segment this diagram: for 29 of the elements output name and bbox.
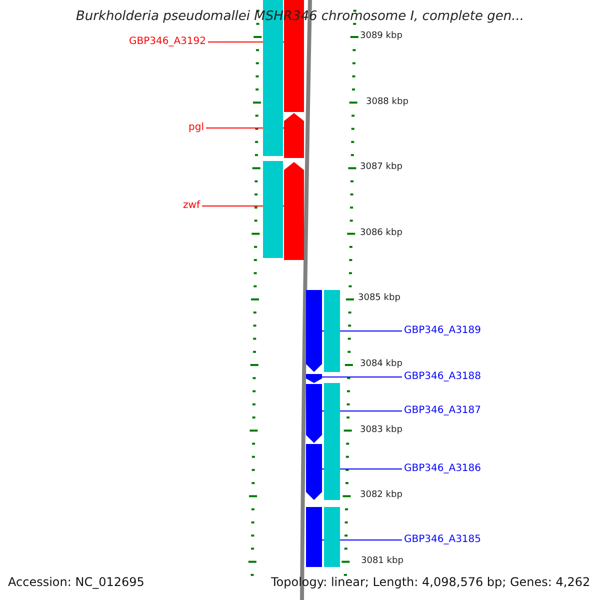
gene-feature (284, 162, 304, 260)
tick-label: 3086 kbp (360, 228, 402, 238)
gene-label: zwf (150, 199, 200, 213)
gene-feature (306, 507, 322, 567)
gene-feature (306, 444, 322, 500)
gene-label: GBP346_A3192 (120, 35, 206, 49)
feature-bar (324, 290, 340, 372)
title: Burkholderia pseudomallei MSHR346 chromosome I, complete gen... (74, 9, 526, 24)
feature-bar (263, 161, 283, 258)
tick-label: 3081 kbp (361, 556, 404, 566)
gene-feature (306, 290, 322, 372)
gene-label: GBP346_A3186 (404, 462, 494, 476)
summary-text: Topology: linear; Length: 4,098,576 bp; Genes: 4,262 (271, 575, 590, 589)
gene-label: GBP346_A3185 (404, 533, 494, 547)
gene-label: GBP346_A3188 (404, 370, 494, 384)
tick-label: 3082 kbp (360, 490, 402, 500)
accession-text: Accession: NC_012695 (8, 575, 144, 589)
tick-label: 3085 kbp (358, 293, 400, 303)
gene-label: pgl (160, 121, 204, 135)
gene-label: GBP346_A3187 (404, 404, 494, 418)
gene-label: GBP346_A3189 (404, 324, 494, 338)
feature-bar (324, 383, 340, 500)
tick-label: 3084 kbp (360, 359, 402, 369)
tick-label: 3083 kbp (360, 425, 402, 435)
leader-line (322, 376, 402, 378)
tick-label: 3087 kbp (360, 162, 402, 172)
tick-label: 3089 kbp (360, 31, 402, 41)
feature-bar (324, 507, 340, 567)
tick-label: 3088 kbp (366, 97, 408, 107)
